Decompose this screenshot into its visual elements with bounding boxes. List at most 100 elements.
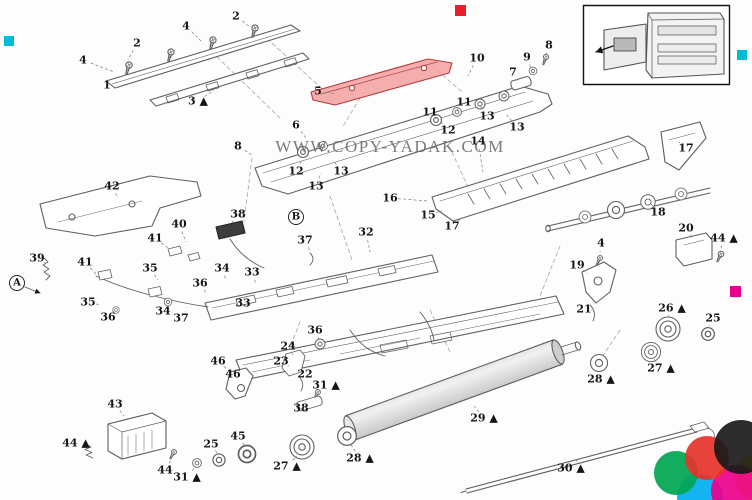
part-callout-44: 44 ▲ xyxy=(62,437,90,450)
part-27-bushing xyxy=(640,341,662,363)
callout-leader xyxy=(545,52,548,56)
part-callout-23: 23 xyxy=(273,355,288,368)
callout-leader xyxy=(325,91,337,95)
part-callout-19: 19 xyxy=(569,259,584,272)
bushing-icon xyxy=(474,98,486,110)
assembly-alignment-lines xyxy=(211,33,621,361)
part-callout-25: 25 xyxy=(705,312,720,325)
callout-leader xyxy=(203,289,207,294)
part-callout-13: 13 xyxy=(509,121,524,134)
part-callout-46: 46 xyxy=(210,355,226,368)
callout-leader xyxy=(318,389,321,392)
bushing-icon xyxy=(452,107,462,117)
part-callout-5: 5 xyxy=(314,85,322,98)
part-callout-42: 42 xyxy=(104,180,119,193)
part-26-gear xyxy=(655,316,681,342)
part-callout-22: 22 xyxy=(297,368,312,381)
inset-machine-location xyxy=(582,4,731,86)
part-28-roller xyxy=(589,353,609,373)
registration-mark-square xyxy=(730,286,741,297)
part-callout-37: 37 xyxy=(297,234,312,247)
part-callout-21: 21 xyxy=(576,303,591,316)
part-1-mounting-rail xyxy=(105,23,310,107)
callout-leader xyxy=(440,121,443,125)
part-callout-8: 8 xyxy=(234,140,242,153)
part-callout-17: 17 xyxy=(444,220,459,233)
part-callout-13: 13 xyxy=(479,110,494,123)
part-callout-4: 4 xyxy=(182,20,190,33)
callout-leader xyxy=(397,198,429,202)
part-25-washer xyxy=(212,453,226,467)
leader-lines-layer xyxy=(43,20,723,472)
highlighted-part-shape[interactable] xyxy=(310,58,453,106)
part-callout-39: 39 xyxy=(29,252,44,265)
part-callout-26: 26 ▲ xyxy=(658,302,686,315)
part-callout-7: 7 xyxy=(509,66,517,79)
part-callout-36: 36 xyxy=(192,277,208,290)
part-callout-36: 36 xyxy=(307,324,323,337)
callout-leader xyxy=(242,20,251,28)
part-17-separator-claw xyxy=(660,121,707,171)
callout-leader xyxy=(181,231,187,243)
part-callout-9: 9 xyxy=(523,51,531,64)
part-45-ring xyxy=(237,444,257,464)
callout-leader xyxy=(244,149,253,156)
part-31-clip xyxy=(192,458,202,468)
color-test-circle xyxy=(714,420,752,474)
callout-leader xyxy=(115,193,119,199)
part-18-drive-shaft xyxy=(545,187,711,233)
callout-leader xyxy=(299,159,303,165)
part-callout-14: 14 xyxy=(470,135,486,148)
part-callout-41: 41 xyxy=(77,256,92,269)
bushing-icon xyxy=(498,90,510,102)
registration-mark-square xyxy=(737,50,747,60)
part-callout-28: 28 ▲ xyxy=(346,452,374,465)
part-callout-46: 46 xyxy=(225,368,241,381)
part-callout-41: 41 xyxy=(147,232,162,245)
part-callout-34: 34 xyxy=(155,305,171,318)
callout-leader xyxy=(515,79,518,82)
gear-icon xyxy=(674,187,688,201)
part-38-sleeve xyxy=(296,395,323,412)
part-callout-33: 33 xyxy=(244,266,259,279)
callout-leader xyxy=(467,65,474,77)
part-callout-2: 2 xyxy=(133,37,141,50)
callout-leader xyxy=(119,410,125,417)
callout-leader xyxy=(292,455,298,461)
part-callout-38: 38 xyxy=(293,402,309,415)
part-callout-30: 30 ▲ xyxy=(557,462,585,475)
part-callout-18: 18 xyxy=(650,206,666,219)
part-callout-44: 44 xyxy=(157,464,173,477)
callout-leader xyxy=(434,117,437,120)
part-callout-27: 27 ▲ xyxy=(647,362,675,375)
callout-leader xyxy=(504,112,513,122)
screw-icon xyxy=(540,53,550,66)
callout-leader xyxy=(318,172,322,179)
registration-mark-square xyxy=(455,5,466,16)
part-callout-31: 31 ▲ xyxy=(312,379,340,392)
part-callout-4: 4 xyxy=(597,237,605,250)
part-29-heat-roller xyxy=(343,339,582,441)
part-20-bracket xyxy=(675,232,713,267)
callout-leader xyxy=(456,107,459,111)
part-callout-44: 44 ▲ xyxy=(710,232,738,245)
registration-mark-square xyxy=(4,36,14,46)
callout-leader xyxy=(689,234,693,239)
callout-leader xyxy=(114,81,119,84)
part-callout-8: 8 xyxy=(545,39,553,52)
part-callout-13: 13 xyxy=(308,180,323,193)
highlighted-part-5-bracket[interactable] xyxy=(310,58,453,106)
part-callout-31: 31 ▲ xyxy=(173,471,201,484)
part-callout-38: 38 xyxy=(230,208,246,221)
part-callout-36: 36 xyxy=(100,311,116,324)
callout-leader xyxy=(168,457,173,464)
watermark: WWW.COPY-YADAK.COM xyxy=(275,137,504,156)
callout-leader xyxy=(332,159,337,165)
callout-leader xyxy=(479,105,483,110)
part-callout-3: 3 ▲ xyxy=(188,95,208,108)
part-callout-33: 33 xyxy=(235,297,250,310)
callout-leader xyxy=(161,242,169,249)
callout-leader xyxy=(215,450,218,454)
bushing-icon xyxy=(528,66,538,76)
